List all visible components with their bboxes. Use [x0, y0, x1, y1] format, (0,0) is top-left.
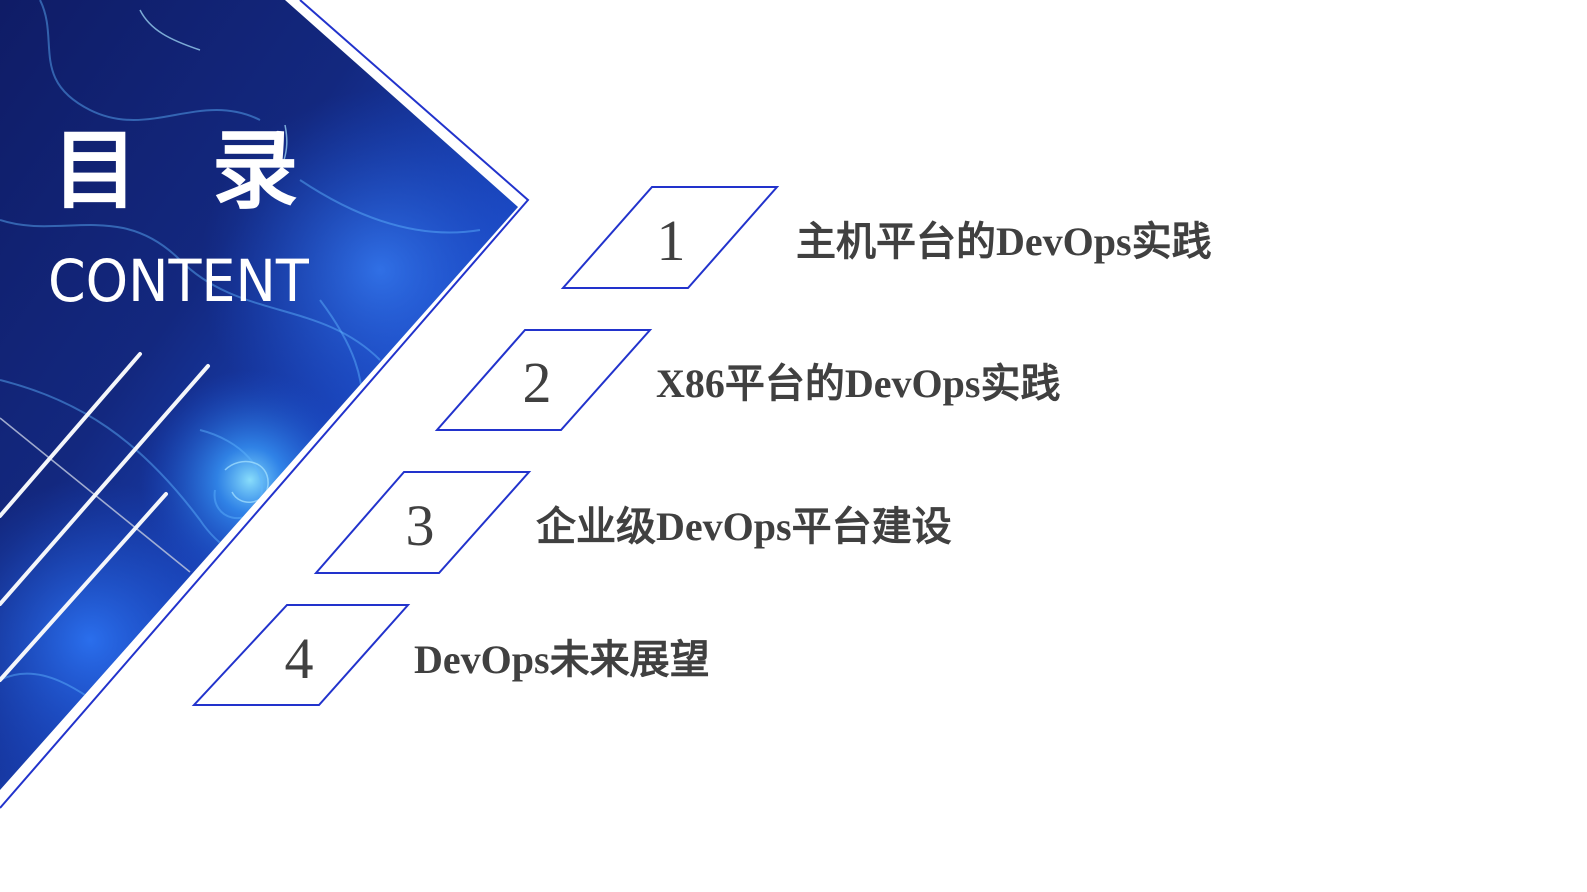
slide-title-en: CONTENT: [48, 247, 309, 315]
badge-frame-1: [560, 186, 780, 289]
toc-item-number: 1: [656, 208, 686, 273]
toc-item-label: X86平台的DevOps实践: [656, 361, 1061, 406]
toc-item-number: 4: [284, 626, 314, 691]
toc-item-number: 3: [405, 493, 435, 558]
badge-frame-2: [434, 329, 653, 431]
toc-item-number: 2: [522, 350, 552, 415]
badge-frame-3: [313, 471, 532, 574]
badge-frame-4: [191, 604, 411, 706]
toc-item-label: DevOps未来展望: [414, 637, 710, 682]
chevron-outline: [0, 0, 530, 809]
slide-title-cn: 目 录: [52, 121, 320, 221]
toc-item-label: 企业级DevOps平台建设: [536, 504, 952, 549]
toc-item-label: 主机平台的DevOps实践: [796, 219, 1212, 264]
